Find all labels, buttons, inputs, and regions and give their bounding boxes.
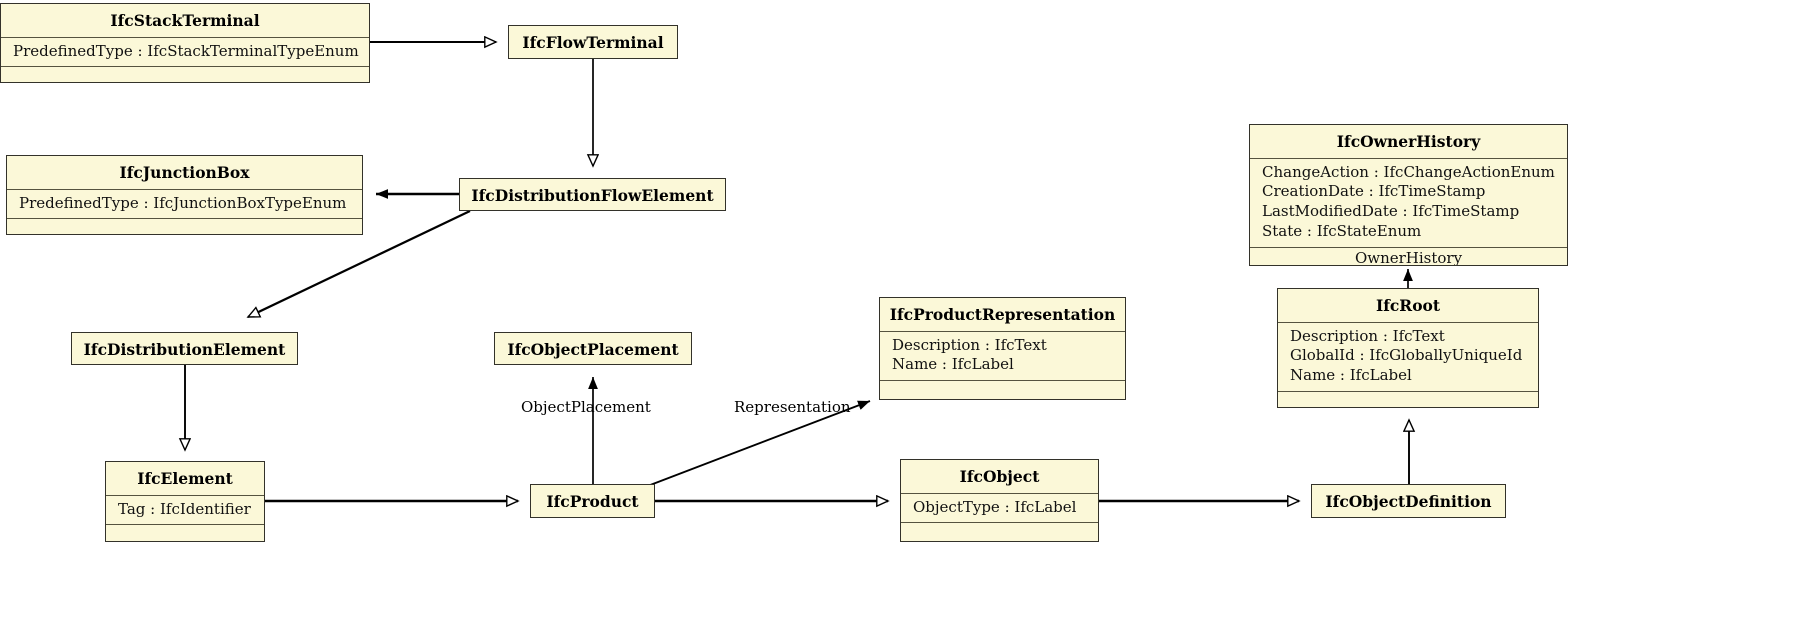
class-name: IfcStackTerminal bbox=[110, 11, 260, 30]
class-name: IfcProductRepresentation bbox=[889, 305, 1116, 324]
class-operations bbox=[106, 524, 264, 541]
class-box-ifcproduct[interactable]: IfcProduct bbox=[530, 484, 655, 518]
class-name: IfcJunctionBox bbox=[119, 163, 250, 182]
class-attributes: Description : IfcText Name : IfcLabel bbox=[880, 330, 1125, 381]
attribute-row: Tag : IfcIdentifier bbox=[118, 499, 251, 518]
attribute-row: CreationDate : IfcTimeStamp bbox=[1262, 182, 1486, 201]
class-name: IfcFlowTerminal bbox=[522, 33, 664, 52]
class-name: IfcObjectDefinition bbox=[1325, 492, 1492, 511]
attribute-row: Name : IfcLabel bbox=[1290, 366, 1412, 385]
class-box-ifcjunctionbox[interactable]: IfcJunctionBox PredefinedType : IfcJunct… bbox=[6, 155, 363, 235]
class-name: IfcElement bbox=[137, 469, 233, 488]
edge-label-objectplacement: ObjectPlacement bbox=[521, 398, 651, 416]
attribute-row: ChangeAction : IfcChangeActionEnum bbox=[1262, 162, 1555, 181]
association-role-label: OwnerHistory bbox=[1250, 246, 1567, 265]
class-name: IfcProduct bbox=[546, 492, 639, 511]
class-box-ifcobject[interactable]: IfcObject ObjectType : IfcLabel bbox=[900, 459, 1099, 542]
class-name: IfcDistributionElement bbox=[83, 340, 286, 359]
class-attributes: Description : IfcText GlobalId : IfcGlob… bbox=[1278, 321, 1538, 391]
attribute-row: Description : IfcText bbox=[892, 335, 1047, 354]
class-operations bbox=[1278, 390, 1538, 407]
class-attributes: PredefinedType : IfcJunctionBoxTypeEnum bbox=[7, 188, 362, 219]
class-box-ifcstackterminal[interactable]: IfcStackTerminal PredefinedType : IfcSta… bbox=[0, 3, 370, 83]
class-name: IfcDistributionFlowElement bbox=[471, 186, 714, 205]
class-box-ifcdistributionelement[interactable]: IfcDistributionElement bbox=[71, 332, 298, 365]
class-name: IfcObjectPlacement bbox=[507, 340, 679, 359]
class-attributes: Tag : IfcIdentifier bbox=[106, 494, 264, 525]
class-box-ifcdistributionflowelement[interactable]: IfcDistributionFlowElement bbox=[459, 178, 726, 211]
class-attributes: ChangeAction : IfcChangeActionEnum Creat… bbox=[1250, 157, 1567, 247]
attribute-row: State : IfcStateEnum bbox=[1262, 221, 1422, 240]
class-box-ifcproductrepresentation[interactable]: IfcProductRepresentation Description : I… bbox=[879, 297, 1126, 400]
attribute-row: PredefinedType : IfcStackTerminalTypeEnu… bbox=[13, 41, 359, 60]
attribute-row: Name : IfcLabel bbox=[892, 355, 1014, 374]
class-operations bbox=[880, 380, 1125, 399]
attribute-row: ObjectType : IfcLabel bbox=[913, 497, 1077, 516]
class-box-ifcobjectplacement[interactable]: IfcObjectPlacement bbox=[494, 332, 692, 365]
class-name: IfcObject bbox=[959, 467, 1040, 486]
class-attributes: ObjectType : IfcLabel bbox=[901, 492, 1098, 523]
attribute-row: Description : IfcText bbox=[1290, 326, 1445, 345]
class-box-ifcelement[interactable]: IfcElement Tag : IfcIdentifier bbox=[105, 461, 265, 542]
attribute-row: GlobalId : IfcGloballyUniqueId bbox=[1290, 346, 1523, 365]
class-operations bbox=[1, 66, 369, 82]
class-name: IfcOwnerHistory bbox=[1336, 132, 1481, 151]
class-box-ifcobjectdefinition[interactable]: IfcObjectDefinition bbox=[1311, 484, 1506, 518]
class-name: IfcRoot bbox=[1375, 296, 1441, 315]
class-box-ifcownerhistory[interactable]: IfcOwnerHistory ChangeAction : IfcChange… bbox=[1249, 124, 1568, 266]
class-attributes: PredefinedType : IfcStackTerminalTypeEnu… bbox=[1, 36, 369, 67]
attribute-row: PredefinedType : IfcJunctionBoxTypeEnum bbox=[19, 193, 347, 212]
class-operations bbox=[901, 522, 1098, 541]
attribute-row: LastModifiedDate : IfcTimeStamp bbox=[1262, 202, 1520, 221]
class-box-ifcroot[interactable]: IfcRoot Description : IfcText GlobalId :… bbox=[1277, 288, 1539, 408]
class-operations bbox=[7, 218, 362, 234]
class-box-ifcflowterminal[interactable]: IfcFlowTerminal bbox=[508, 25, 678, 59]
edge-label-representation: Representation bbox=[734, 398, 851, 416]
